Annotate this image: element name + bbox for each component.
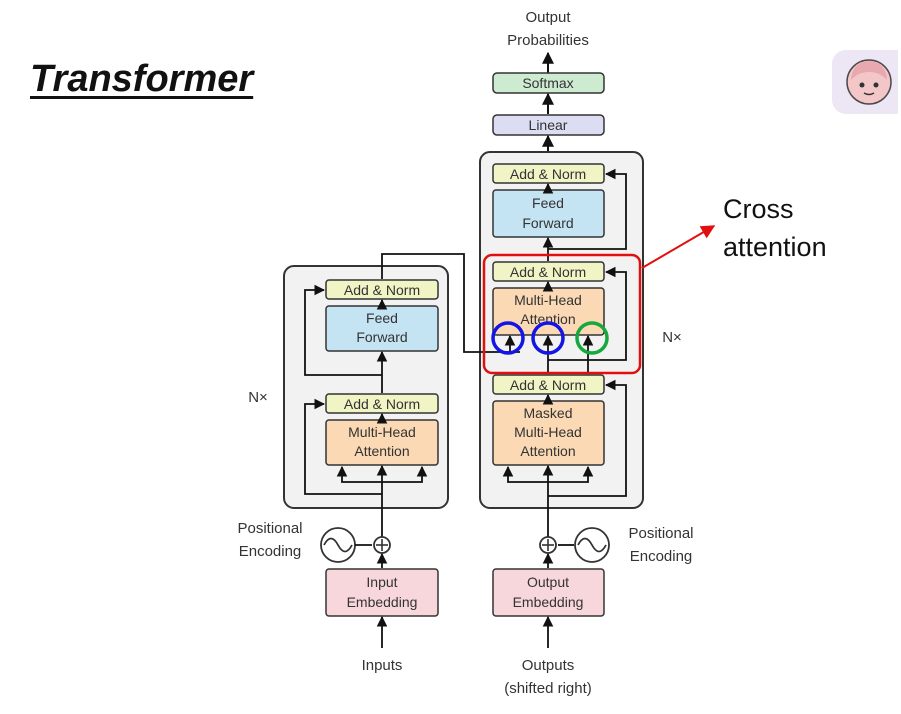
decoder-masked-mha-line1: Multi-Head — [514, 424, 582, 440]
encoder-stack — [283, 265, 449, 509]
decoder-add-norm-middle-label: Add & Norm — [510, 264, 586, 280]
encoder-positional-line2: Encoding — [239, 543, 302, 560]
decoder-masked-line: Masked — [523, 405, 572, 421]
decoder-feed-line1: Feed — [532, 195, 564, 211]
shifted-right-label: (shifted right) — [504, 680, 592, 697]
outputs-label: Outputs — [522, 657, 575, 674]
decoder-feed-line2: Forward — [522, 215, 573, 231]
encoder-feed-line1: Feed — [366, 310, 398, 326]
output-embedding-line1: Output — [527, 574, 569, 590]
encoder-mha-line2: Attention — [354, 443, 409, 459]
encoder-mha-line1: Multi-Head — [348, 424, 416, 440]
decoder-cross-mha-line1: Multi-Head — [514, 292, 582, 308]
cross-attention-callout: Cross attention — [723, 190, 827, 266]
callout-arrow-icon — [641, 225, 716, 269]
encoder-feed-line2: Forward — [356, 329, 407, 345]
add-circle-icon — [373, 536, 391, 554]
blue-circle-query-2 — [531, 321, 565, 355]
output-probabilities-line2: Probabilities — [507, 32, 589, 49]
decoder-positional-line2: Encoding — [630, 548, 693, 565]
encoder-add-norm-top-label: Add & Norm — [344, 282, 420, 298]
output-probabilities-line1: Output — [525, 9, 571, 26]
sine-wave-icon — [320, 527, 356, 563]
add-circle-icon — [539, 536, 557, 554]
cross-attention-highlight — [482, 253, 642, 375]
sine-wave-icon — [574, 527, 610, 563]
decoder-add-norm-top-label: Add & Norm — [510, 166, 586, 182]
input-embedding-line2: Embedding — [347, 594, 418, 610]
callout-line1: Cross — [723, 194, 794, 224]
avatar-icon — [832, 50, 898, 114]
decoder-cross-mha-line2: Attention — [520, 311, 575, 327]
encoder-positional-line1: Positional — [237, 520, 302, 537]
softmax-label: Softmax — [522, 75, 573, 91]
blue-circle-query-1 — [491, 321, 525, 355]
decoder-add-norm-bottom-label: Add & Norm — [510, 377, 586, 393]
green-circle-value — [575, 321, 609, 355]
inputs-label: Inputs — [362, 657, 403, 674]
decoder-nx-label: N× — [662, 329, 682, 346]
decoder-masked-mha-line2: Attention — [520, 443, 575, 459]
slide-title: Transformer — [30, 58, 254, 100]
callout-line2: attention — [723, 232, 827, 262]
input-embedding-line1: Input — [366, 574, 397, 590]
linear-label: Linear — [529, 117, 568, 133]
output-embedding-line2: Embedding — [513, 594, 584, 610]
decoder-positional-line1: Positional — [628, 525, 693, 542]
encoder-add-norm-bottom-label: Add & Norm — [344, 396, 420, 412]
encoder-nx-label: N× — [248, 389, 268, 406]
